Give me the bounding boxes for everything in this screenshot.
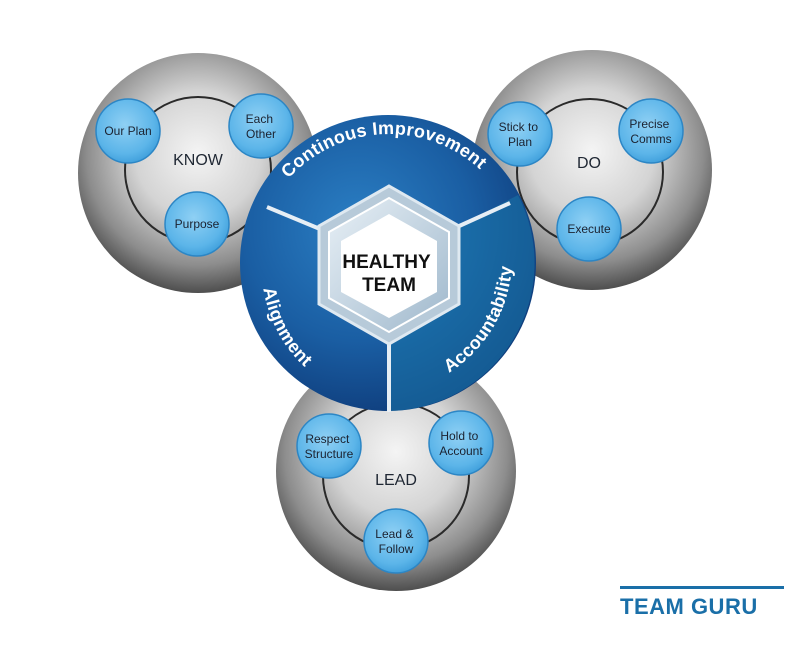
do-item-stick-to-plan: Stick to Plan [487, 101, 553, 167]
lead-item-label: Lead & [375, 527, 413, 541]
logo-rule [620, 586, 784, 589]
lead-item-hold-to-account: Hold to Account [428, 410, 494, 476]
svg-text:Respect Structure: Respect Structure [305, 432, 354, 461]
svg-text:HEALTHY TEAM: HEALTHY TEAM [342, 252, 435, 296]
svg-text:Precise Comms: Precise Comms [629, 117, 672, 146]
lead-item-label: Account [439, 444, 483, 458]
center-hexagon-face [341, 214, 437, 318]
do-item-label: Execute [567, 222, 611, 236]
center-label-line1: HEALTHY [342, 252, 431, 273]
lead-label: LEAD [375, 472, 417, 489]
center-ring: HEALTHY TEAM Continous Improvement Align… [240, 115, 536, 412]
logo-text: TEAM GURU [620, 594, 758, 619]
svg-text:Each Other: Each Other [246, 112, 277, 141]
know-item-each-other: Each Other [228, 93, 294, 159]
know-item-purpose: Purpose [164, 191, 230, 257]
know-item-label: Each [246, 112, 273, 126]
lead-item-label: Respect [305, 432, 350, 446]
lead-item-label: Hold to [440, 429, 478, 443]
know-item-label: Other [246, 127, 276, 141]
know-cluster: KNOW Our Plan Each Other Purpose [78, 53, 318, 293]
do-item-label: Plan [508, 135, 532, 149]
do-label: DO [577, 155, 601, 172]
svg-text:Purpose: Purpose [175, 217, 220, 231]
lead-item-label: Structure [305, 447, 354, 461]
do-item-precise-comms: Precise Comms [618, 98, 684, 164]
center-label-line2: TEAM [362, 275, 416, 296]
lead-item-label: Follow [379, 542, 414, 556]
svg-text:Execute: Execute [567, 222, 611, 236]
svg-text:Stick to Plan: Stick to Plan [499, 120, 542, 149]
svg-text:Lead & Follow: Lead & Follow [375, 527, 416, 556]
know-item-label: Our Plan [104, 124, 151, 138]
do-item-label: Precise [629, 117, 669, 131]
do-item-label: Comms [630, 132, 671, 146]
know-item-label: Purpose [175, 217, 220, 231]
know-label: KNOW [173, 152, 224, 169]
know-item-our-plan: Our Plan [95, 98, 161, 164]
team-guru-logo: TEAM GURU [620, 586, 784, 620]
do-item-label: Stick to [499, 120, 539, 134]
svg-text:Our Plan: Our Plan [104, 124, 151, 138]
lead-item-respect-structure: Respect Structure [296, 413, 362, 479]
lead-item-lead-and-follow: Lead & Follow [363, 508, 429, 574]
do-item-execute: Execute [556, 196, 622, 262]
svg-text:Hold to Account: Hold to Account [439, 429, 483, 458]
lead-cluster: LEAD Respect Structure Hold to Account L… [276, 351, 516, 591]
